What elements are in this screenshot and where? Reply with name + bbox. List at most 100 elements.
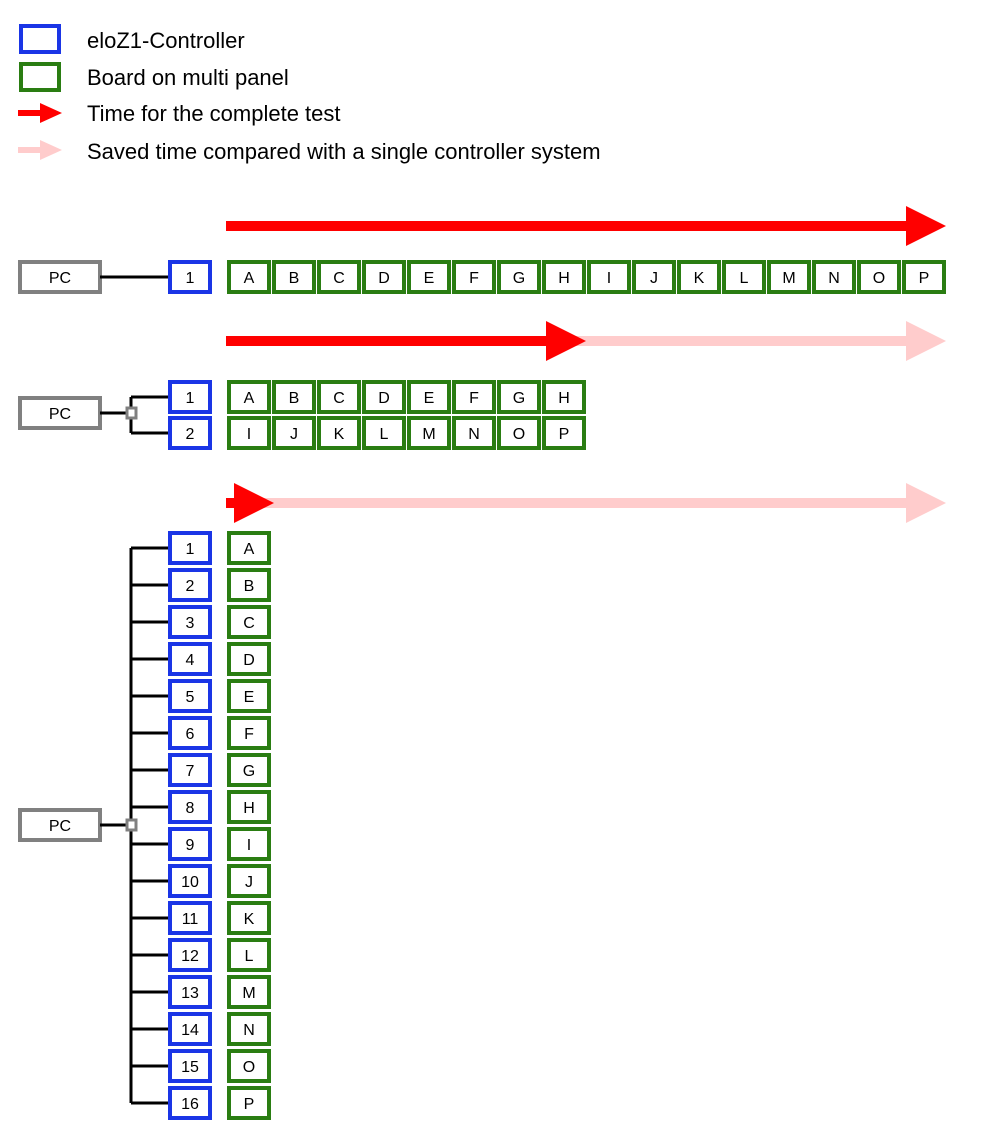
board-box-frame [407, 380, 451, 414]
board-box-label: H [243, 800, 255, 817]
board-box-frame [227, 380, 271, 414]
board-box: K [227, 901, 271, 935]
board-box-frame [587, 260, 631, 294]
pc-box: PC [18, 808, 102, 842]
board-box-frame [497, 380, 541, 414]
controller-box: 3 [168, 605, 212, 639]
pc-box-label: PC [49, 818, 71, 835]
controller-box: 6 [168, 716, 212, 750]
board-box-frame [227, 568, 271, 602]
board-box: E [407, 380, 451, 414]
controller-box-label: 6 [186, 726, 195, 743]
board-box: D [362, 260, 406, 294]
board-box-frame [227, 1086, 271, 1120]
board-box-label: F [244, 726, 254, 743]
board-box: F [227, 716, 271, 750]
board-box-frame [857, 260, 901, 294]
board-box: O [497, 416, 541, 450]
saved-time-arrow [226, 483, 946, 523]
board-box-frame [497, 260, 541, 294]
splitter-node [125, 406, 138, 420]
board-box: C [227, 605, 271, 639]
board-box-frame [227, 753, 271, 787]
board-box-label: M [782, 270, 795, 287]
board-box-frame [632, 260, 676, 294]
board-box: B [272, 380, 316, 414]
board-box-label: C [333, 390, 345, 407]
board-box-frame [227, 864, 271, 898]
legend-saved-time-arrow-icon [18, 140, 62, 160]
board-box-frame [407, 416, 451, 450]
board-box-label: E [424, 270, 435, 287]
controller-box-label: 2 [186, 426, 195, 443]
controller-box-label: 1 [186, 270, 195, 287]
controller-box: 9 [168, 827, 212, 861]
board-box: H [227, 790, 271, 824]
test-time-arrow [226, 206, 946, 246]
board-box-frame [227, 938, 271, 972]
controller-box-label: 4 [186, 652, 195, 669]
board-box-frame [227, 642, 271, 676]
board-box: N [812, 260, 856, 294]
controller-box: 13 [168, 975, 212, 1009]
board-box-label: D [378, 390, 390, 407]
controller-box-label: 1 [186, 541, 195, 558]
board-box: H [542, 260, 586, 294]
board-box-label: J [245, 874, 253, 891]
controller-box-frame [168, 260, 212, 294]
board-box-frame [542, 416, 586, 450]
board-box-label: N [828, 270, 840, 287]
controller-box-frame [168, 1086, 212, 1120]
board-box-label: L [740, 270, 749, 287]
board-box: F [452, 380, 496, 414]
board-box: B [227, 568, 271, 602]
board-box-label: K [334, 426, 345, 443]
board-box-label: D [243, 652, 255, 669]
legend-controller-label: eloZ1-Controller [87, 28, 245, 53]
board-box-label: O [873, 270, 885, 287]
board-box-label: H [558, 390, 570, 407]
board-box: J [227, 864, 271, 898]
board-box-frame [452, 416, 496, 450]
controller-box-label: 14 [181, 1022, 199, 1039]
board-box-label: D [378, 270, 390, 287]
board-box-label: C [333, 270, 345, 287]
board-box-frame [362, 260, 406, 294]
board-box-label: G [243, 763, 255, 780]
pc-box: PC [18, 396, 102, 430]
controller-box-label: 7 [186, 763, 195, 780]
board-box: I [227, 416, 271, 450]
board-box-frame [227, 716, 271, 750]
board-box-label: I [247, 426, 251, 443]
controller-box-label: 13 [181, 985, 199, 1002]
board-box: A [227, 531, 271, 565]
board-box-frame [227, 790, 271, 824]
board-box: G [227, 753, 271, 787]
board-box-frame [497, 416, 541, 450]
board-box: I [587, 260, 631, 294]
controller-box-label: 2 [186, 578, 195, 595]
board-box-label: N [243, 1022, 255, 1039]
board-box-frame [317, 260, 361, 294]
controller-box: 7 [168, 753, 212, 787]
board-box: P [902, 260, 946, 294]
board-box-frame [362, 380, 406, 414]
board-box: M [227, 975, 271, 1009]
board-box-frame [227, 827, 271, 861]
legend-controller-swatch [19, 24, 61, 54]
board-box-frame [227, 1012, 271, 1046]
board-box-label: O [513, 426, 525, 443]
board-box: L [227, 938, 271, 972]
board-box: M [767, 260, 811, 294]
board-box: N [452, 416, 496, 450]
controller-box-frame [168, 827, 212, 861]
controller-box-frame [168, 864, 212, 898]
controller-box: 8 [168, 790, 212, 824]
controller-box: 2 [168, 416, 212, 450]
board-box-frame [902, 260, 946, 294]
pc-box-label: PC [49, 270, 71, 287]
pc-box: PC [18, 260, 102, 294]
controller-box: 16 [168, 1086, 212, 1120]
board-box: O [227, 1049, 271, 1083]
